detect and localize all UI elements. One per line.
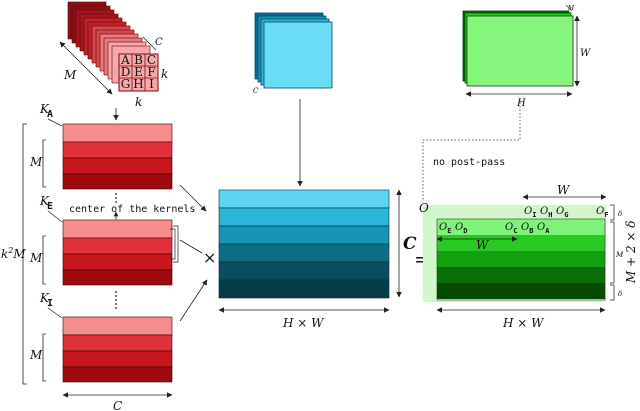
output-o-sub-label: OE: [439, 222, 451, 235]
output-o-sub-label: OF: [596, 206, 608, 219]
delta-bottom-label: δ: [618, 290, 622, 298]
kernel-cell-i: I: [149, 77, 154, 91]
kernel-cell-b: B: [134, 53, 143, 67]
kernel-matrices: K A K E K I M M M k2M cente: [1, 102, 195, 411]
kernel-block-band: [62, 334, 173, 352]
kernel-cell-d: D: [121, 65, 131, 79]
output-frame: [436, 218, 606, 301]
center-of-kernels-label: center of the kernels: [69, 204, 195, 215]
svg-text:K: K: [39, 194, 50, 208]
m-label-a: M: [29, 155, 43, 169]
c-height-label: C: [403, 234, 417, 254]
kernel-front-grid: A B C D E F G H I: [118, 53, 159, 92]
output-m-side-label: M: [615, 251, 624, 259]
c-width-label: C: [113, 399, 122, 411]
m-label-i: M: [29, 348, 43, 362]
output-side-label: M + 2 × δ: [624, 220, 638, 284]
output-o-sub-label: OB: [521, 222, 533, 235]
output-band: [437, 251, 605, 267]
output-w-top-label: W: [557, 183, 571, 197]
kernel-k-side-label: k: [161, 67, 168, 81]
svg-text:K: K: [39, 291, 50, 305]
kernel-block-band: [62, 237, 173, 255]
hw-width-label: H × W: [282, 316, 325, 330]
output-w-label: W: [580, 48, 591, 59]
matrix-band: [218, 243, 390, 263]
m-label-e: M: [29, 251, 43, 265]
kernel-m-arrow: [59, 41, 113, 95]
kernel-block-band: [62, 219, 173, 239]
output-side-brackets: [610, 204, 615, 301]
kernel-cell-f: F: [147, 65, 155, 79]
svg-text:E: E: [47, 201, 53, 212]
kernel-block-band: [62, 253, 173, 271]
im2col-matrix: C H × W: [218, 189, 417, 330]
output-o-sub-label: OH: [540, 206, 552, 219]
output-o-sub-label: OA: [537, 222, 550, 235]
kernel-label-i: K I: [39, 291, 53, 309]
output-band: [437, 219, 605, 235]
svg-text:A: A: [47, 109, 53, 120]
output-hw-label: H × W: [502, 316, 545, 330]
kernel-block-band: [62, 350, 173, 368]
output-band: [437, 235, 605, 251]
output-band: [437, 283, 605, 299]
no-post-pass-label: no post-pass: [433, 157, 505, 168]
kernel-block-band: [62, 123, 173, 143]
output-matrix: O OI OH OG OF OE OD OC OB OA W W δ M δ M + 2 × δ…: [419, 183, 638, 330]
output-o-sub-label: OC: [505, 222, 517, 235]
kernel-label-a: K A: [39, 102, 53, 120]
output-o-sub-label: OG: [556, 206, 568, 219]
input-tensor: C: [253, 12, 333, 95]
output-o-sub-label: OD: [455, 222, 467, 235]
converge-arrows: [179, 184, 208, 322]
output-o-label: O: [419, 201, 429, 215]
output-h-label: H: [516, 98, 526, 109]
matrix-band: [218, 189, 390, 209]
svg-text:I: I: [47, 298, 53, 309]
matrix-band: [218, 261, 390, 281]
kernel-block-band: [62, 269, 173, 286]
matrix-band: [218, 225, 390, 245]
k2m-bracket: [22, 123, 27, 385]
kernel-cell-c: C: [147, 53, 156, 67]
output-w-inner-label: W: [476, 238, 490, 252]
kernel-c-label: C: [155, 37, 163, 48]
output-o-sub-label: OI: [524, 206, 536, 219]
kernel-cell-g: G: [121, 77, 131, 91]
output-tensor: M W H: [462, 4, 591, 109]
svg-text:K: K: [39, 102, 50, 116]
output-band: [437, 267, 605, 283]
kernel-cell-a: A: [120, 53, 130, 67]
no-post-pass-connector: [422, 99, 521, 200]
m-brackets: [42, 139, 46, 382]
kernel-cell-h: H: [133, 77, 143, 91]
kernel-block-band: [62, 366, 173, 383]
matrix-band: [218, 279, 390, 299]
kernel-block-band: [62, 316, 173, 336]
kernel-label-e: K E: [39, 194, 53, 212]
kernel-k-bottom-label: k: [135, 95, 142, 109]
kernel-block-band: [62, 157, 173, 175]
vertical-dots: [115, 193, 117, 309]
input-c-label: C: [253, 87, 259, 95]
kernel-m-label: M: [63, 68, 77, 82]
kernel-cell-e: E: [134, 65, 143, 79]
kernel-c-tick: [142, 36, 157, 51]
kernel-stack: A B C D E F G H I M C k k: [59, 1, 168, 109]
matrix-band: [218, 207, 390, 227]
delta-top-label: δ: [618, 210, 622, 218]
kernel-block-band: [62, 173, 173, 190]
kernel-block-band: [62, 141, 173, 159]
times-symbol: ×: [203, 248, 216, 267]
output-m-label: M: [567, 5, 575, 12]
k2m-label: k2M: [1, 246, 26, 261]
